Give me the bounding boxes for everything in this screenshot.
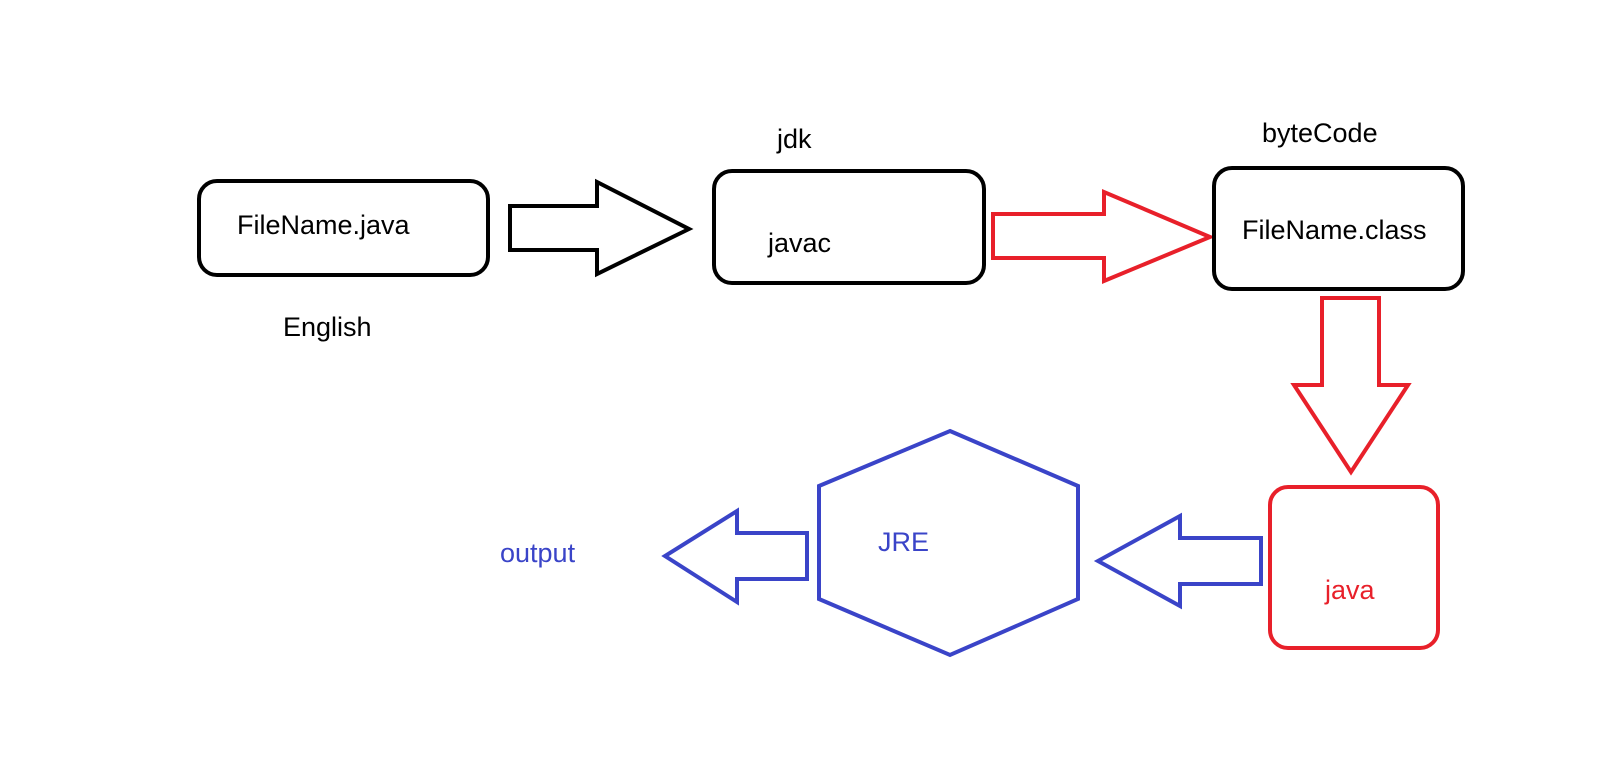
arrow-run-to-jre bbox=[1093, 512, 1263, 610]
run-box bbox=[1268, 485, 1440, 650]
source-file-label: FileName.java bbox=[237, 210, 411, 240]
output-label: output bbox=[500, 538, 576, 568]
jre-hexagon bbox=[817, 428, 1080, 658]
arrow-bytecode-to-run bbox=[1290, 296, 1412, 476]
jre-label: JRE bbox=[878, 527, 929, 557]
compiler-box bbox=[712, 169, 986, 285]
bytecode-label: FileName.class bbox=[1242, 215, 1427, 245]
arrow-compiler-to-bytecode bbox=[991, 188, 1216, 284]
arrow-source-to-compiler bbox=[508, 178, 694, 278]
arrow-jre-to-output bbox=[661, 507, 809, 606]
run-label: java bbox=[1324, 575, 1376, 605]
source-file-box bbox=[197, 179, 490, 277]
compiler-label: javac bbox=[767, 228, 831, 258]
compiler-heading: jdk bbox=[776, 124, 812, 154]
source-language-caption: English bbox=[283, 312, 372, 342]
bytecode-box bbox=[1212, 166, 1465, 291]
bytecode-heading: byteCode bbox=[1262, 118, 1378, 148]
